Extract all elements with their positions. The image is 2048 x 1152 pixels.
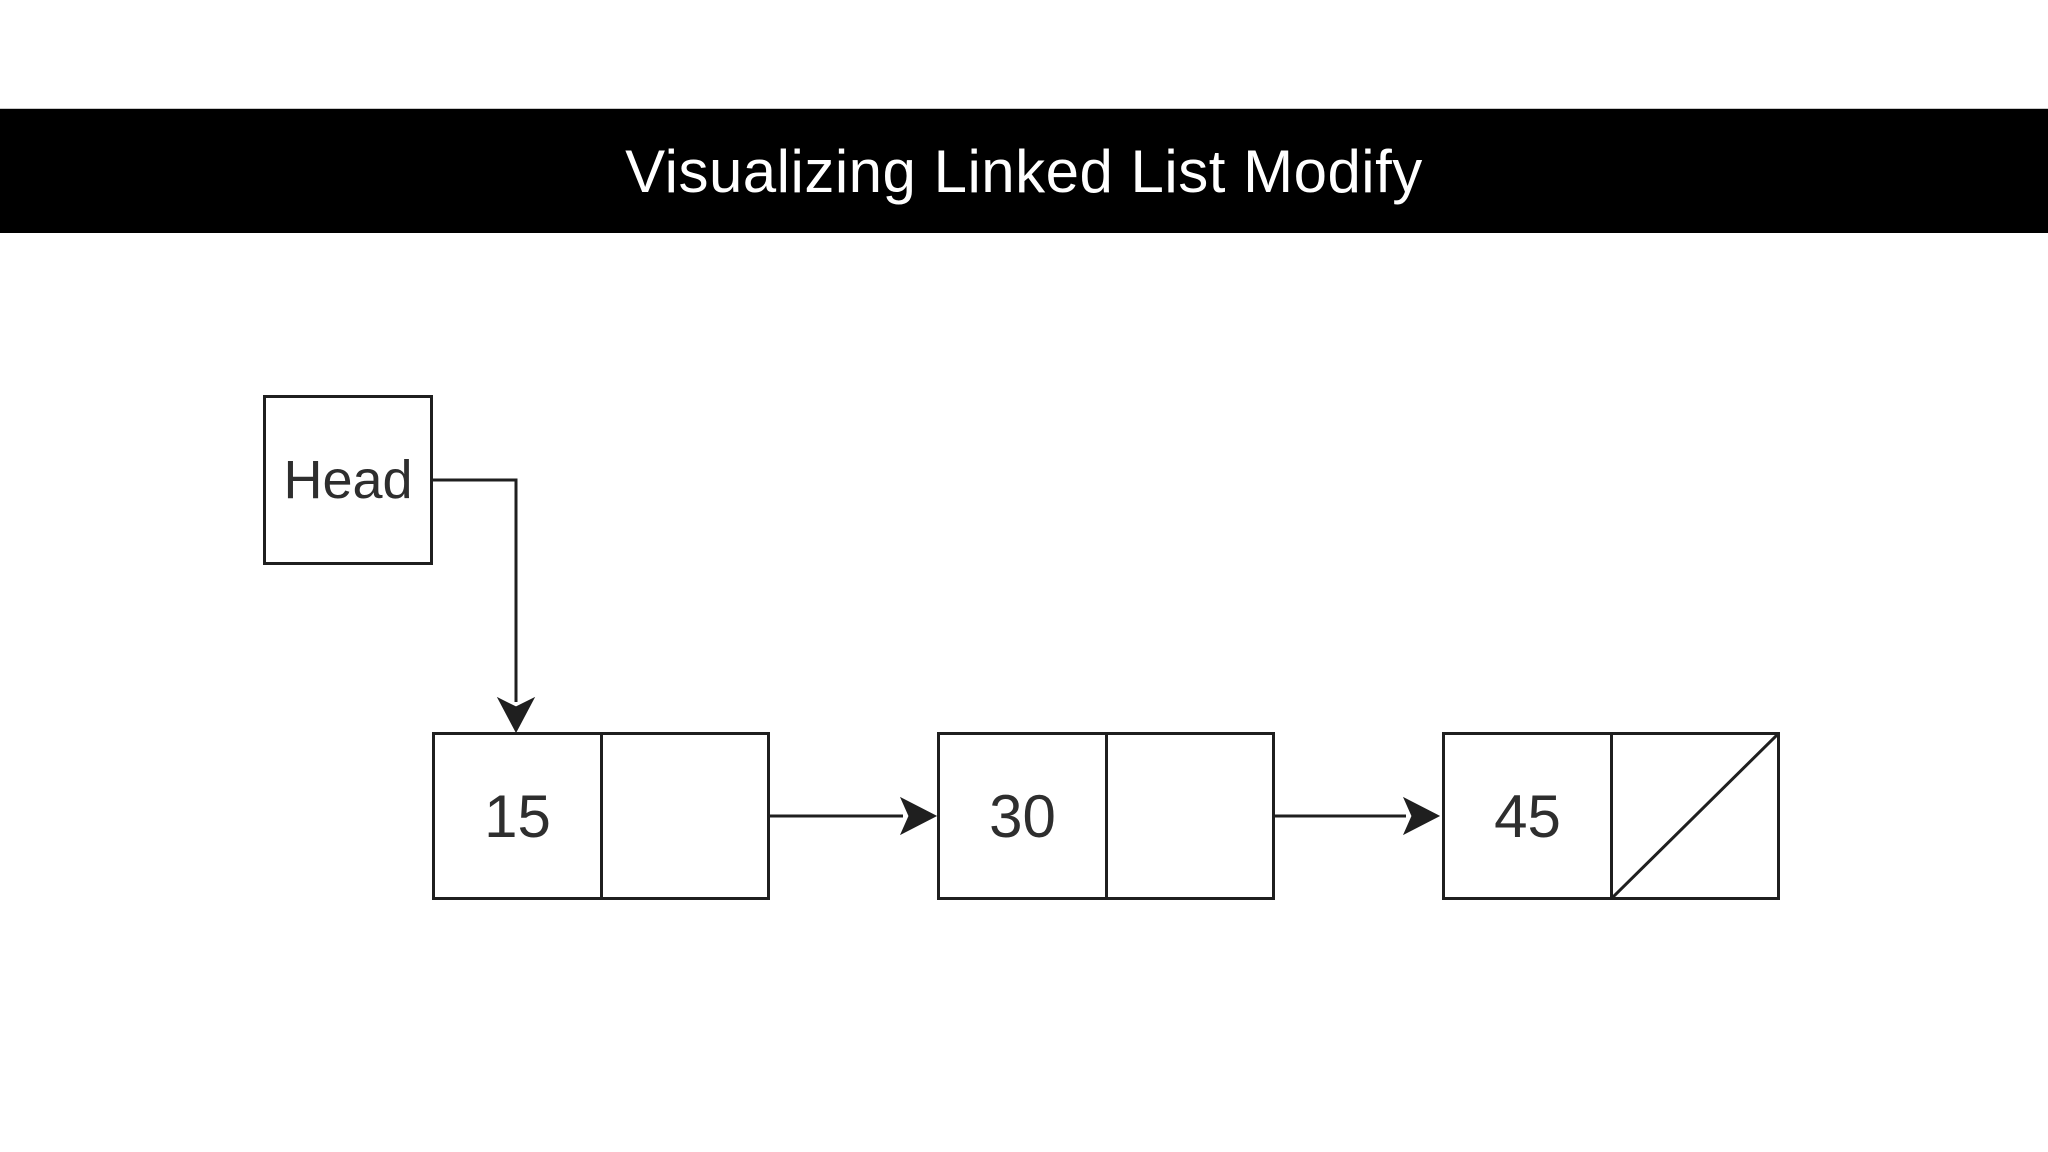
node-3-value: 45 [1494, 782, 1561, 850]
node-2-data-cell: 30 [940, 735, 1108, 897]
next-arrow-2-arrowhead-icon [1402, 796, 1441, 836]
title-banner: Visualizing Linked List Modify [0, 108, 2048, 233]
node-1-data-cell: 15 [435, 735, 603, 897]
next-arrow-1-arrowhead-icon [899, 796, 938, 836]
null-pointer-slash-icon [1613, 735, 1777, 897]
node-3-data-cell: 45 [1445, 735, 1613, 897]
node-1-pointer-cell [603, 735, 767, 897]
list-node-2: 30 [937, 732, 1275, 900]
node-2-value: 30 [989, 782, 1056, 850]
page-title: Visualizing Linked List Modify [625, 137, 1423, 205]
head-box: Head [263, 395, 433, 565]
node-3-pointer-cell [1613, 735, 1777, 897]
head-label: Head [283, 450, 413, 510]
node-1-value: 15 [484, 782, 551, 850]
node-2-pointer-cell [1108, 735, 1272, 897]
list-node-1: 15 [432, 732, 770, 900]
list-node-3: 45 [1442, 732, 1780, 900]
head-pointer-arrowhead-icon [496, 696, 536, 734]
head-pointer-line [433, 478, 518, 702]
